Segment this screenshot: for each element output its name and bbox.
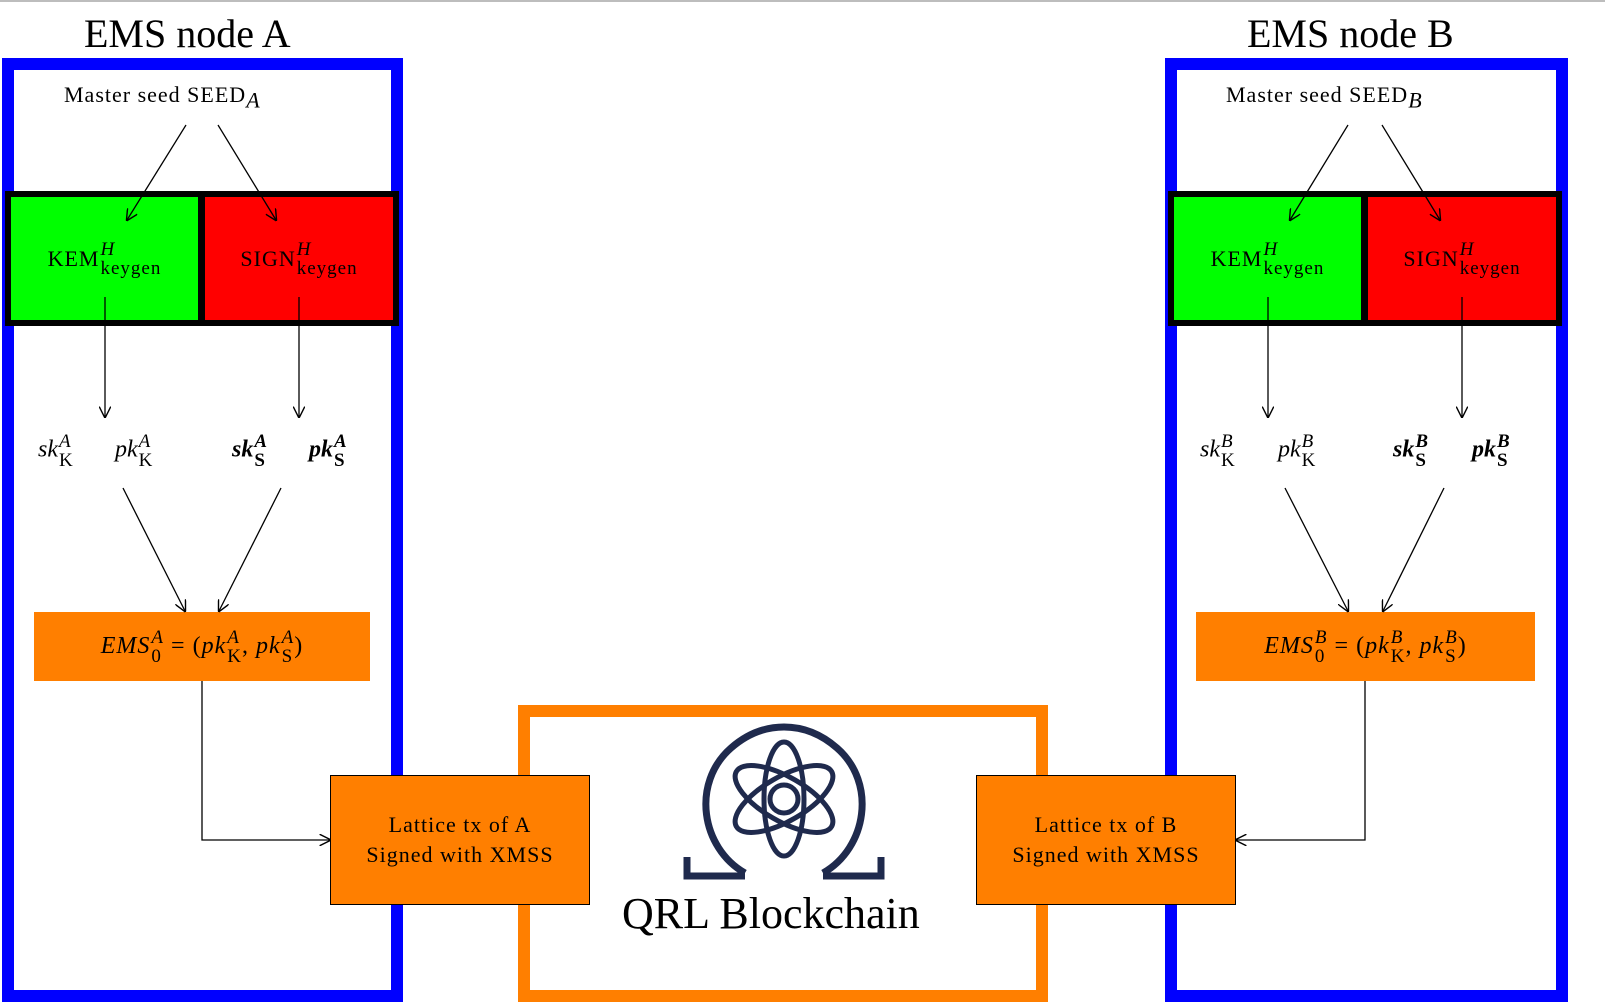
node-a-sk-sign-sub: S (254, 450, 265, 471)
arrow-a-seed-kem (127, 124, 187, 220)
node-b-pk-sign-sup: B (1497, 431, 1510, 452)
arrow-b-ems-tx (1236, 681, 1366, 840)
node-b-sk-sign-sub: S (1415, 450, 1426, 471)
top-rule (0, 0, 1605, 2)
node-b-seed-sub: B (1408, 87, 1423, 113)
node-b-seed-label: Master seed SEED (1226, 82, 1409, 107)
node-b-ems-comma: , (1405, 633, 1420, 659)
node-b-tx-line2: Signed with XMSS (1012, 842, 1200, 867)
node-a-ems-pk2-sub: S (281, 645, 294, 667)
node-b-tx-line1: Lattice tx of B (1034, 812, 1178, 837)
node-b-sign-sup: H (1459, 238, 1475, 260)
node-b-pk-kem-base: pk (1278, 436, 1301, 463)
arrow-b-pkk-ems (1284, 487, 1348, 611)
node-a-kem-sub: keygen (100, 257, 162, 279)
node-b-pk-kem-sup: B (1301, 431, 1314, 452)
node-a-sk-sign-sup: A (254, 431, 268, 452)
node-a-tx-line2: Signed with XMSS (366, 842, 554, 867)
node-b-sk-sign-base: sk (1393, 436, 1415, 463)
node-b-pk-sign-sub: S (1497, 450, 1508, 471)
node-a-ems-pk1: pk (201, 633, 227, 659)
node-b-ems-pk1-sub: K (1390, 645, 1406, 667)
node-a-seed-sub: A (246, 87, 261, 113)
node-b-ems-sub: 0 (1314, 645, 1326, 667)
arrow-a-pkk-ems (122, 487, 185, 611)
node-b-ems-lhs: EMS (1264, 633, 1314, 659)
node-a-title: EMS node A (84, 11, 291, 56)
node-a-ems-pk2: pk (255, 633, 281, 659)
arrow-b-pks-ems (1383, 487, 1445, 611)
node-a-ems-lhs: EMS (100, 633, 151, 659)
node-b-sk-kem-sub: K (1221, 450, 1235, 471)
node-a-sign-sub: keygen (296, 257, 358, 279)
node-a-pk-kem-sup: A (138, 431, 151, 452)
node-a-ems-pk1-sub: K (227, 645, 242, 667)
node-b-kem-sub: keygen (1263, 257, 1325, 279)
node-b-ems-pk2-sup: B (1445, 626, 1458, 648)
node-a-sk-kem-sup: A (59, 431, 71, 452)
node-a-sk-sign-base: sk (232, 436, 254, 463)
node-b-sk-kem-base: sk (1200, 436, 1220, 463)
node-b-ems-sup: B (1314, 626, 1328, 648)
node-b-kem-sup: H (1263, 238, 1279, 260)
node-a-pk-kem-base: pk (115, 436, 138, 463)
node-a-tx-line1: Lattice tx of A (388, 812, 532, 837)
node-b-ems-pk1-sup: B (1390, 626, 1404, 648)
node-b-kem-label: KEM (1210, 245, 1263, 271)
node-a-ems-sup: A (151, 626, 165, 648)
node-b-seed: Master seed SEEDB (1226, 82, 1423, 113)
node-a-seed: Master seed SEEDA (64, 82, 261, 113)
node-b-lattice-tx: Lattice tx of B Signed with XMSS (976, 775, 1236, 905)
node-b-ems-close: ) (1457, 633, 1467, 659)
node-a-ems-sub: 0 (151, 645, 162, 667)
node-b-pk-sign-base: pk (1472, 436, 1496, 463)
arrow-a-pks-ems (219, 487, 282, 611)
node-b-pk-kem-sub: K (1301, 450, 1316, 471)
node-a-kem-label: KEM (47, 245, 100, 271)
node-a-sign-label: SIGN (240, 245, 296, 271)
node-b-ems-pk2-sub: S (1445, 645, 1457, 667)
node-a-pk-kem-sub: K (138, 450, 153, 471)
node-a-pk-sign-sup: A (334, 431, 347, 452)
node-a-ems-close: ) (294, 633, 304, 659)
node-b-title: EMS node B (1247, 11, 1454, 56)
qrl-blockchain-label: QRL Blockchain (622, 889, 920, 938)
node-a-ems-eq: = ( (171, 633, 202, 659)
arrow-a-ems-tx (201, 681, 330, 840)
node-a-seed-label: Master seed SEED (64, 82, 247, 107)
node-b-sk-kem-sup: B (1221, 431, 1233, 452)
node-b-ems-pk1: pk (1365, 633, 1390, 659)
node-b-sk-sign-sup: B (1415, 431, 1429, 452)
arrow-b-seed-kem (1290, 124, 1349, 220)
node-a-sk-kem-base: sk (38, 436, 58, 463)
node-b-sign-sub: keygen (1459, 257, 1521, 279)
node-a-kem-sup: H (100, 238, 116, 260)
node-a-pk-sign-base: pk (309, 436, 333, 463)
arrow-a-seed-sign (217, 124, 276, 220)
node-b-sign-label: SIGN (1403, 245, 1459, 271)
node-b-ems-eq: = ( (1334, 633, 1366, 659)
node-b-ems-pk2: pk (1419, 633, 1445, 659)
arrow-b-seed-sign (1381, 124, 1440, 220)
node-a-sk-kem-sub: K (59, 450, 73, 471)
node-a-pk-sign-sub: S (334, 450, 345, 471)
node-a-ems-comma: , (241, 633, 256, 659)
node-a-ems-pk1-sup: A (227, 626, 240, 648)
node-a-ems-pk2-sup: A (281, 626, 295, 648)
omega-atom-logo-icon (683, 723, 885, 880)
node-a-sign-sup: H (296, 238, 312, 260)
